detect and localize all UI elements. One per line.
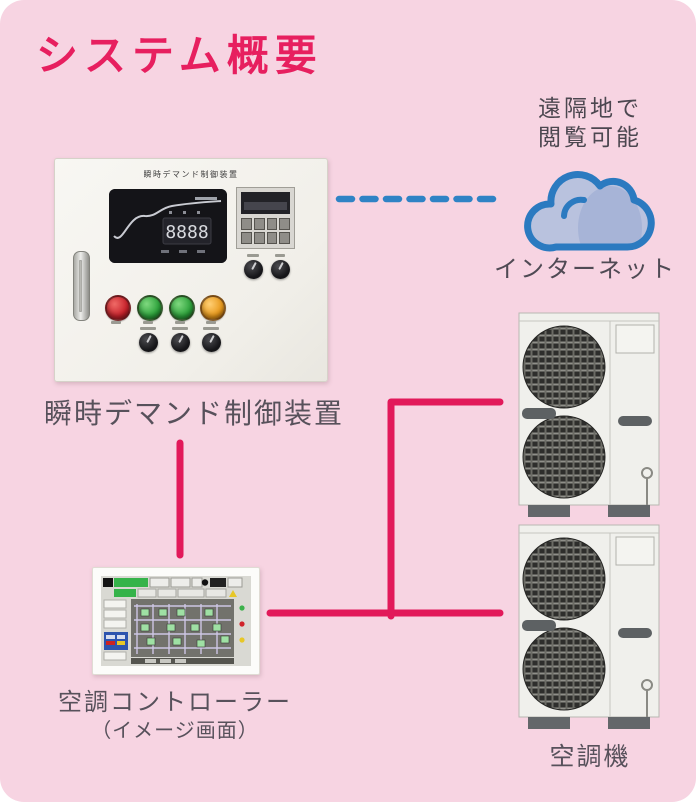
ac-unit-1 [518,312,660,517]
knob-label-mark [140,327,156,330]
control-knob-1 [139,333,158,352]
control-knob-2 [171,333,190,352]
demand-device-label: 瞬時デマンド制御装置 [44,397,345,430]
knob-label-mark [247,254,259,257]
internet-label: インターネット [494,255,676,283]
light-label-mark [111,321,121,324]
demand-control-device-photo: 瞬時デマンド制御装置 8888 [54,158,328,382]
timer-screen [241,192,290,214]
timer-buttons [241,218,290,244]
adjust-knob-right-1 [244,260,263,279]
fan-grille-icon [522,627,606,711]
pipe-valve-icon [641,467,653,479]
display-digits: 8888 [165,222,208,243]
device-panel-title: 瞬時デマンド制御装置 [143,170,239,179]
warning-triangle-icon [229,590,237,597]
knob-label-mark [203,327,219,330]
controller-screen [101,576,251,666]
cabinet-handle [73,251,90,321]
hvac-controller-photo [92,567,260,675]
knob-label-mark [172,327,188,330]
page-title: システム概要 [36,31,323,80]
remote-note: 遠隔地で 閲覧可能 [500,95,680,153]
remote-note-line1: 遠隔地で [538,96,642,122]
zone-indicators [140,608,230,648]
pilot-light-green-1 [137,295,163,321]
pilot-light-red [105,295,131,321]
fan-grille-icon [522,537,606,621]
remote-note-line2: 閲覧可能 [538,125,642,151]
control-knob-3 [202,333,221,352]
timer-module [236,187,295,249]
controller-label: 空調コントローラー [58,688,292,716]
floor-plan-lines [134,604,231,654]
light-label-mark [143,321,153,324]
fan-grille-icon [522,325,606,409]
controller-sublabel: （イメージ画面） [91,718,259,742]
adjust-knob-right-2 [271,260,290,279]
demand-curve [113,200,222,239]
light-label-mark [175,321,185,324]
ac-unit-label: 空調機 [549,742,631,771]
light-label-mark [206,321,216,324]
pilot-light-orange [200,295,226,321]
pilot-light-green-2 [169,295,195,321]
ac-unit-2 [518,524,660,729]
knob-label-mark [275,254,285,257]
demand-display-screen: 8888 [109,189,227,263]
internet-cloud-icon [524,171,655,252]
fan-grille-icon [522,415,606,499]
pipe-valve-icon [641,679,653,691]
